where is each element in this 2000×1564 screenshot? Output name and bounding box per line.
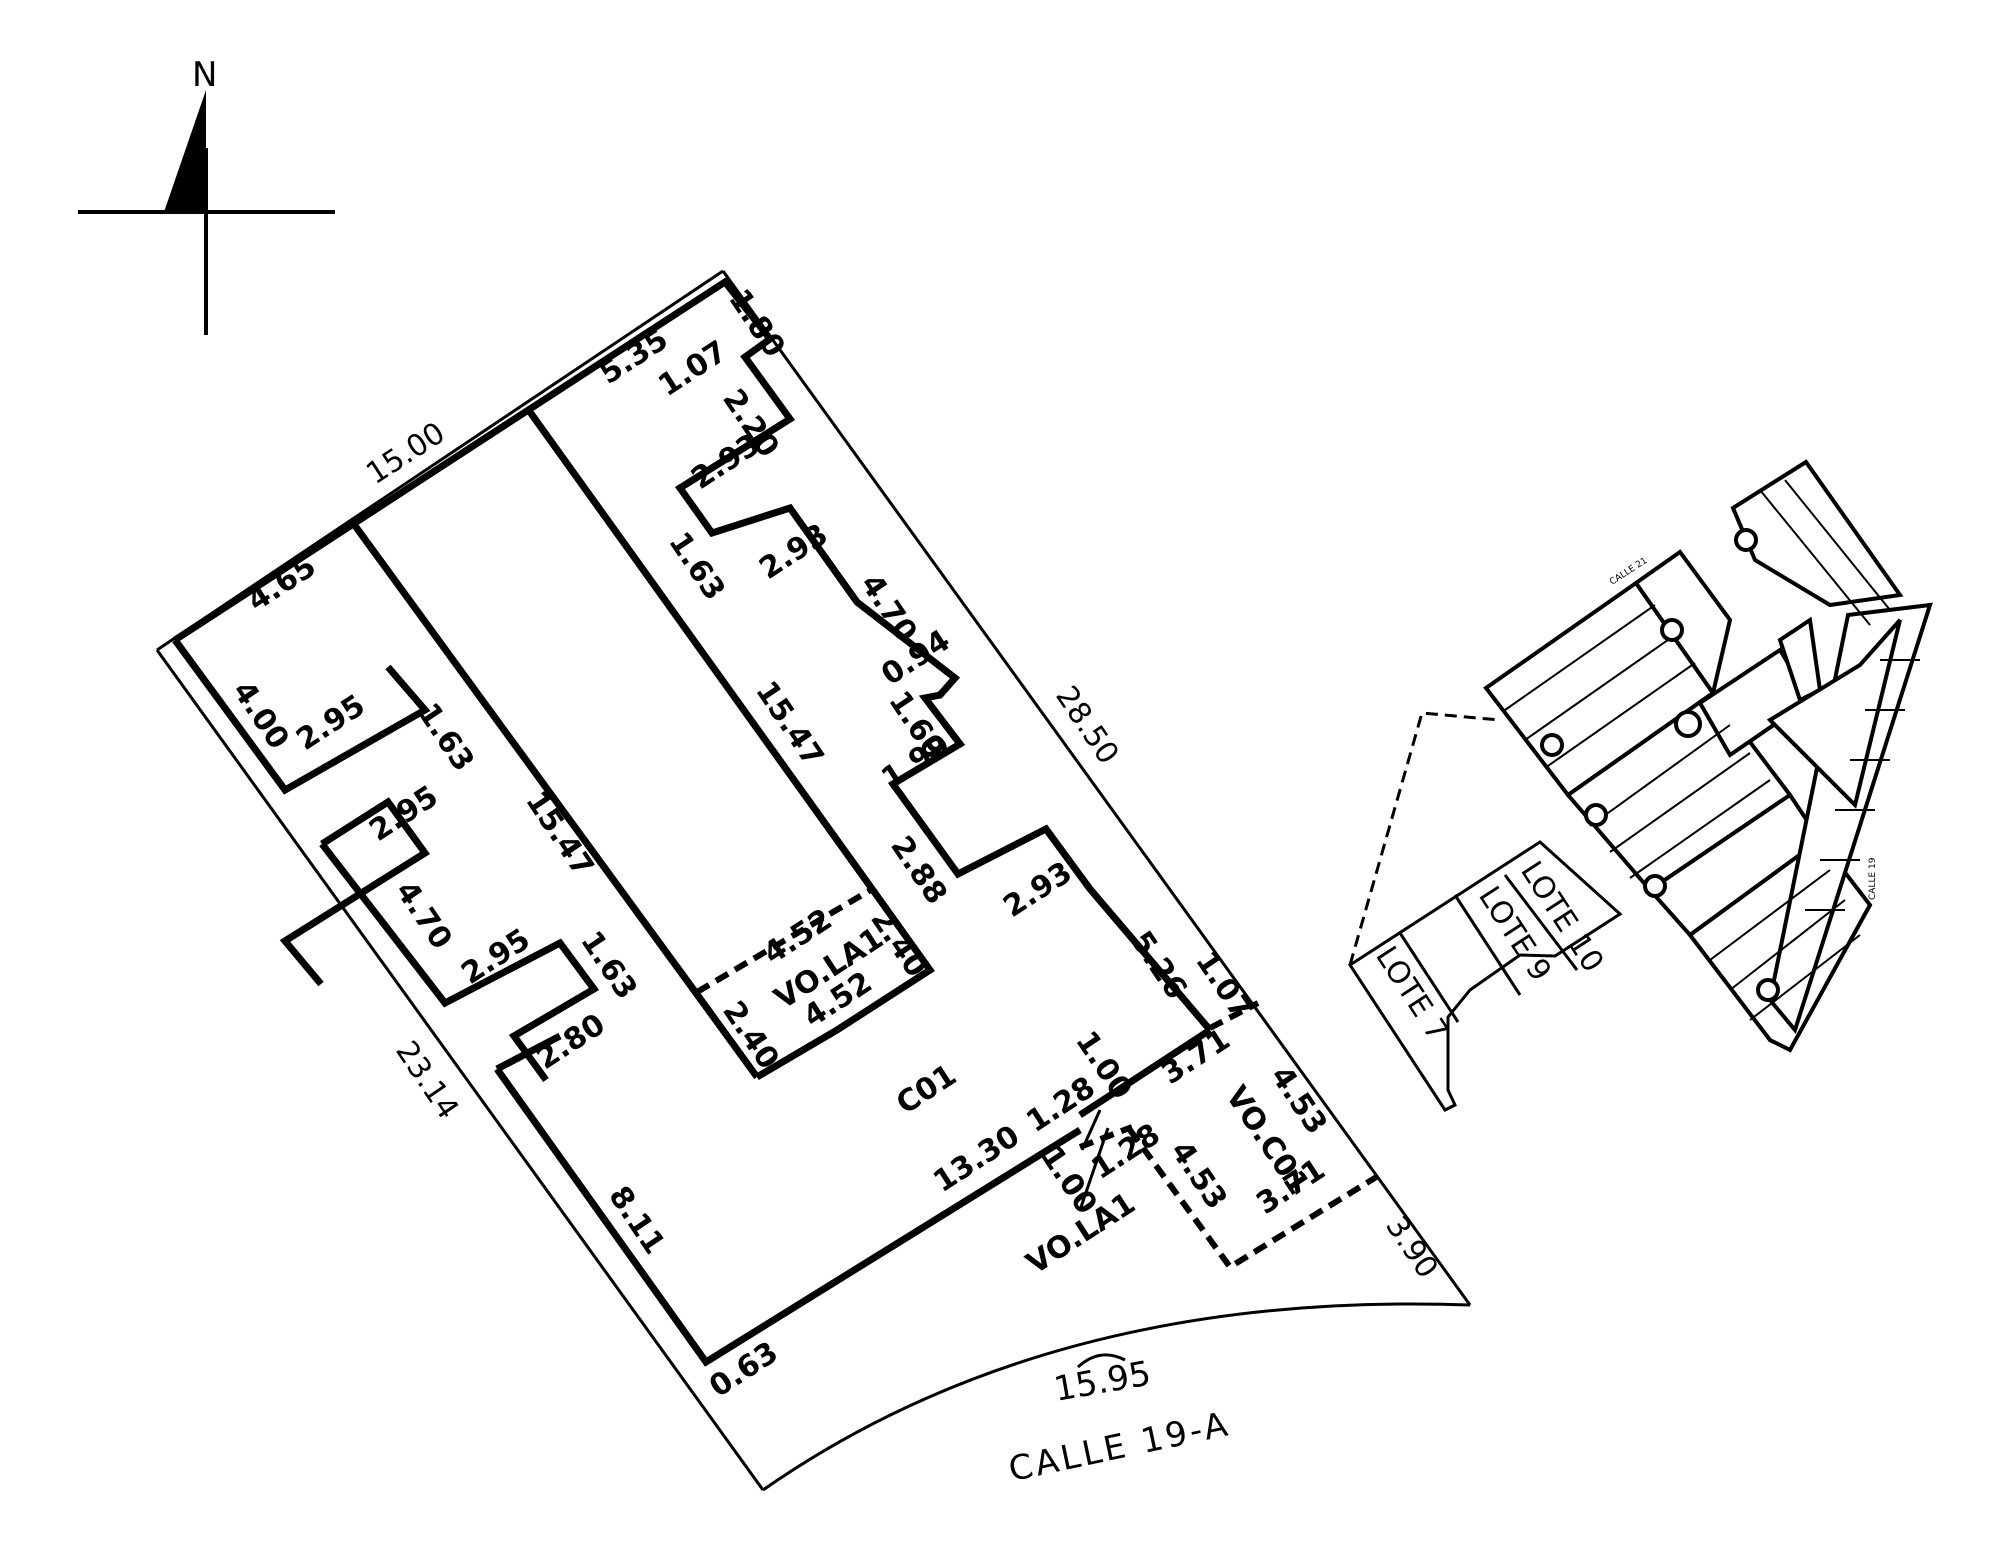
vo-c01-dashed-edge bbox=[1127, 1128, 1380, 1272]
dim-1-63-top: 1.63 bbox=[661, 526, 731, 607]
arc-symbol bbox=[1076, 1353, 1126, 1369]
vo-c01-top-dash bbox=[1208, 1000, 1260, 1031]
dim-2-88: 2.88 bbox=[883, 830, 953, 911]
north-label: N bbox=[192, 55, 217, 95]
lote-7-label: LOTE 7 bbox=[1368, 940, 1455, 1047]
vo-la1-dashed-edge bbox=[695, 885, 876, 995]
dim-8-11: 8.11 bbox=[601, 1180, 671, 1261]
lot-grid bbox=[1504, 479, 1920, 1021]
block-g bbox=[1767, 602, 1933, 1035]
block-e bbox=[1633, 549, 1733, 698]
dim-15-47-right: 15.47 bbox=[748, 675, 830, 773]
dim-4-65: 4.65 bbox=[241, 549, 322, 619]
unit-label-c01: C01 bbox=[890, 1058, 963, 1122]
dim-0-63: 0.63 bbox=[703, 1335, 784, 1405]
cul-de-sac-icons bbox=[1540, 528, 1780, 1002]
dim-3-71-a: 3.71 bbox=[1155, 1022, 1236, 1092]
north-arrow-icon: N bbox=[78, 55, 335, 335]
dim-2-95-b: 2.95 bbox=[363, 779, 444, 849]
dim-1-63-a: 1.63 bbox=[410, 697, 480, 778]
lote-block bbox=[1347, 840, 1623, 1112]
block-j bbox=[1766, 618, 1902, 809]
dim-2-95-c: 2.95 bbox=[455, 922, 536, 992]
dim-2-93-b: 2.93 bbox=[753, 517, 834, 587]
dim-15-47-left: 15.47 bbox=[518, 785, 600, 883]
dim-2-93-c: 2.93 bbox=[997, 855, 1078, 925]
location-map: LOTE 10 LOTE 9 LOTE 7 bbox=[1347, 459, 1933, 1112]
dim-23-14: 23.14 bbox=[388, 1035, 465, 1126]
dim-13-30: 13.30 bbox=[927, 1119, 1026, 1200]
dim-4-53-b: 4.53 bbox=[1163, 1135, 1233, 1216]
dim-1-28-a: 1.28 bbox=[1020, 1070, 1101, 1140]
block-f bbox=[1730, 459, 1904, 608]
dim-4-00: 4.00 bbox=[225, 675, 295, 756]
leader-line bbox=[1078, 1127, 1110, 1211]
location-leader bbox=[1348, 711, 1501, 966]
dim-15-00: 15.00 bbox=[360, 416, 451, 492]
dim-3-90: 3.90 bbox=[1378, 1210, 1444, 1285]
dim-15-95: 15.95 bbox=[1051, 1354, 1154, 1410]
leader-line bbox=[1080, 1109, 1102, 1151]
dim-28-50: 28.50 bbox=[1048, 680, 1125, 771]
dimension-labels: 15.00 28.50 23.14 3.90 15.95 CALLE 19-A … bbox=[225, 283, 1444, 1490]
street-name: CALLE 19-A bbox=[1005, 1404, 1234, 1490]
building-outline bbox=[172, 277, 1213, 1367]
street-calle-19: CALLE 19 bbox=[1868, 857, 1878, 900]
